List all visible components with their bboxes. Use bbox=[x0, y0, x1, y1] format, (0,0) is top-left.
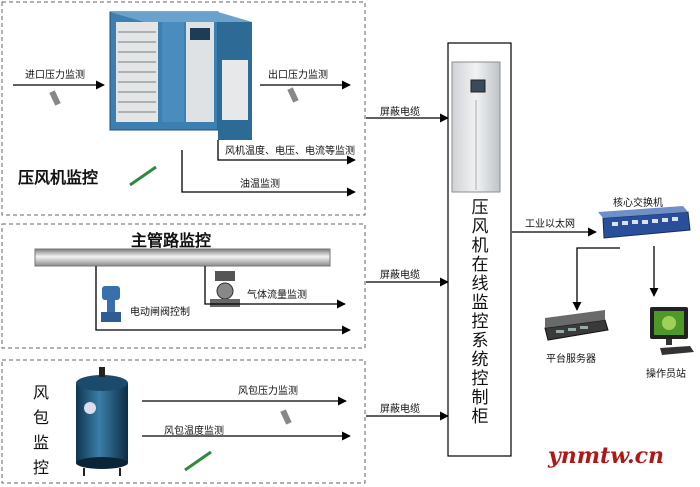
flow-meter-image bbox=[210, 271, 240, 307]
outlet-pressure-label: 出口压力监测 bbox=[268, 70, 328, 81]
industrial-ethernet-label: 工业以太网 bbox=[525, 219, 575, 230]
main-pipe-image bbox=[34, 248, 331, 267]
tank-section-title: 风 包 监 控 bbox=[30, 380, 52, 480]
core-switch-label: 核心交换机 bbox=[613, 198, 663, 209]
cabinet-title-char: 监 bbox=[471, 293, 489, 313]
cabinet-title-char: 制 bbox=[471, 388, 489, 408]
cabinet-title-char: 柜 bbox=[471, 407, 489, 427]
control-cabinet-image bbox=[451, 61, 501, 193]
tank-title-char: 包 bbox=[32, 408, 49, 427]
cabinet-title-char: 系 bbox=[471, 331, 489, 351]
shield-cable-label-3: 屏蔽电缆 bbox=[380, 404, 420, 415]
operator-station-label: 操作员站 bbox=[646, 369, 686, 380]
platform-server-image bbox=[544, 310, 609, 341]
watermark: ynmtw.cn bbox=[548, 443, 664, 469]
tank-section-box bbox=[1, 359, 366, 484]
compressor-section-box bbox=[1, 1, 366, 216]
core-switch-image bbox=[598, 206, 691, 239]
server-label: 平台服务器 bbox=[546, 354, 596, 365]
tank-title-char: 监 bbox=[32, 433, 49, 452]
cabinet-title-char: 控 bbox=[471, 312, 489, 332]
cabinet-title-char: 线 bbox=[471, 274, 489, 294]
valve-control-label: 电动闸阀控制 bbox=[130, 307, 190, 318]
cabinet-title-char: 控 bbox=[471, 369, 489, 389]
tank-temp-label: 风包温度监测 bbox=[164, 426, 224, 437]
pipe-section-box bbox=[1, 223, 366, 349]
air-tank-image bbox=[76, 367, 128, 476]
cabinet-title-char: 压 bbox=[471, 198, 489, 218]
oil-temp-label: 油温监测 bbox=[240, 179, 280, 190]
fan-temp-label: 风机温度、电压、电流等监测 bbox=[225, 146, 355, 157]
pipe-section-title: 主管路监控 bbox=[131, 231, 212, 250]
inlet-pressure-label: 进口压力监测 bbox=[25, 70, 85, 81]
cabinet-title-char: 机 bbox=[471, 236, 489, 256]
tank-pressure-label: 风包压力监测 bbox=[238, 386, 298, 397]
shield-cable-label-2: 屏蔽电缆 bbox=[380, 270, 420, 281]
air-compressor-image bbox=[109, 11, 252, 140]
cabinet-title-char: 统 bbox=[471, 350, 489, 370]
operator-station-image bbox=[650, 307, 694, 355]
tank-title-char: 风 bbox=[32, 383, 49, 402]
gas-flow-label: 气体流量监测 bbox=[247, 290, 307, 301]
shield-cable-label-1: 屏蔽电缆 bbox=[380, 107, 420, 118]
tank-pressure-sensor-icon bbox=[280, 409, 292, 425]
temp-sensor-icon bbox=[129, 165, 157, 187]
compressor-section-title: 压风机监控 bbox=[18, 168, 99, 187]
cabinet-box bbox=[447, 42, 512, 457]
tank-title-char: 控 bbox=[32, 458, 49, 477]
outlet-pressure-sensor-icon bbox=[287, 87, 299, 103]
cabinet-title-char: 在 bbox=[471, 255, 489, 275]
gate-valve-image bbox=[101, 286, 121, 322]
inlet-pressure-sensor-icon bbox=[49, 90, 61, 106]
cabinet-title-char: 风 bbox=[471, 217, 489, 237]
cabinet-title: 压 风 机 在 线 监 控 系 统 控 制 柜 bbox=[469, 199, 491, 427]
tank-temp-sensor-icon bbox=[184, 450, 212, 472]
